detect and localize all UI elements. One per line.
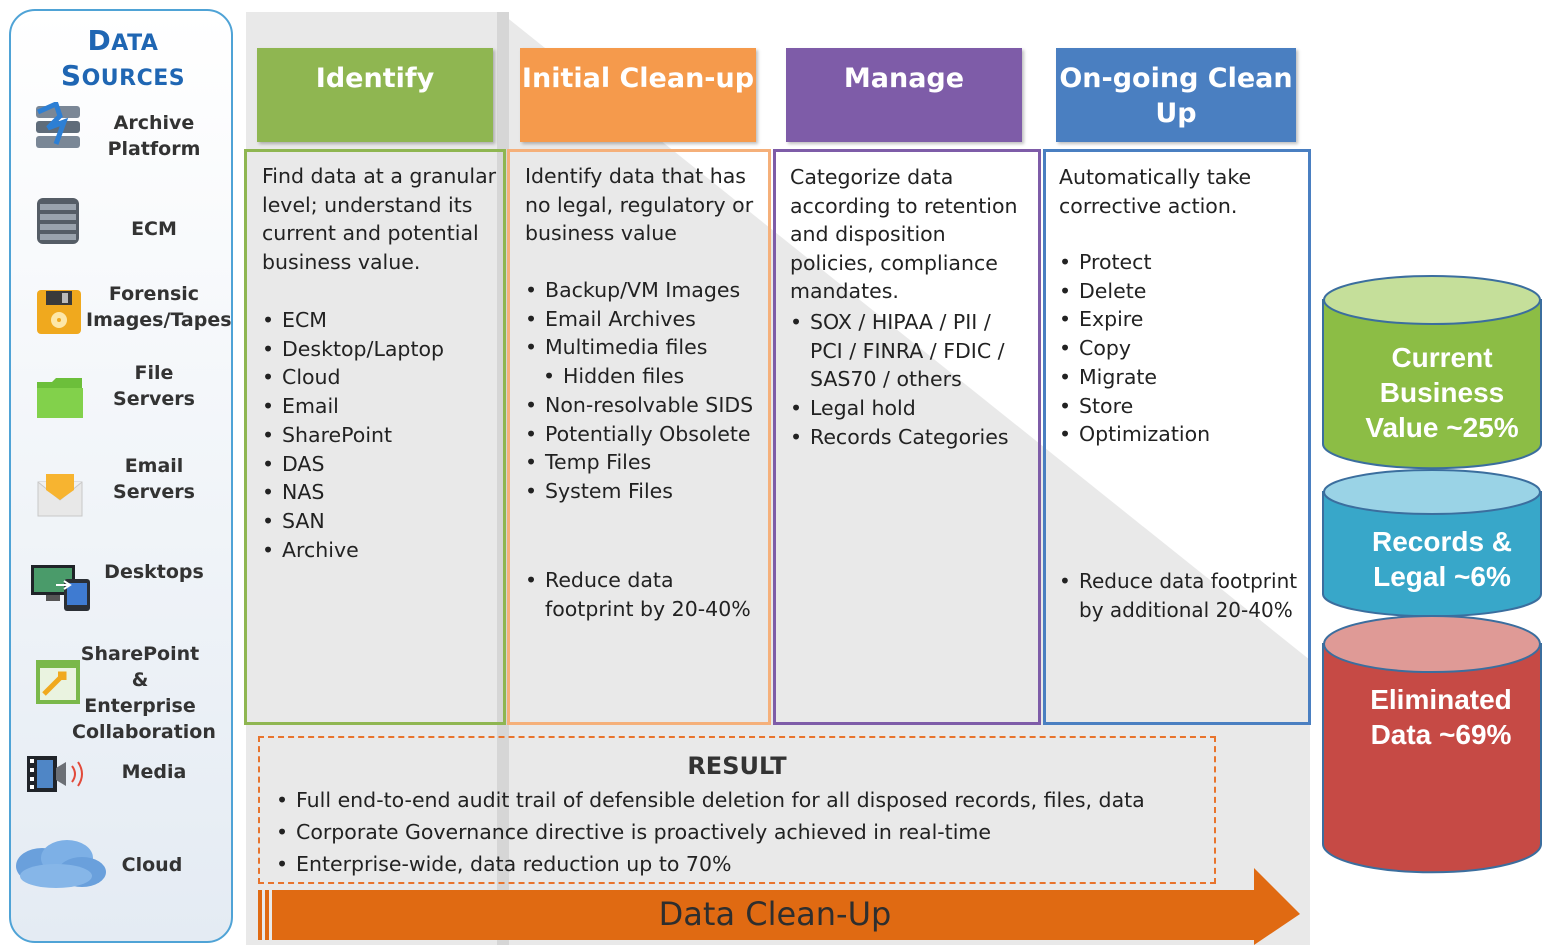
list-item: Non-resolvable SIDS <box>525 391 765 420</box>
list-item: Legal hold <box>790 394 1012 423</box>
data-cleanup-label: Data Clean-Up <box>658 895 892 933</box>
list-item: Hidden files <box>525 362 765 391</box>
list-item: Corporate Governance directive is proact… <box>276 816 1206 848</box>
manage-box <box>773 149 1041 725</box>
result-list: Full end-to-end audit trail of defensibl… <box>276 784 1206 880</box>
list-item: SharePoint <box>262 421 492 450</box>
folder-icon <box>37 378 83 418</box>
manage-description: Categorize data according to retention a… <box>790 165 1018 304</box>
initial-cleanup-description: Identify data that has no legal, regulat… <box>525 164 754 246</box>
list-item: Store <box>1059 392 1299 421</box>
list-item: Email <box>262 392 492 421</box>
data-sources-title: DATA SOURCES <box>60 24 186 92</box>
ongoing-cleanup-description: Automatically take corrective action. <box>1059 165 1252 218</box>
source-media: Media <box>121 761 187 783</box>
source-email-servers: Email Servers <box>113 455 195 503</box>
source-desktops: Desktops <box>104 561 204 583</box>
list-item: Copy <box>1059 334 1299 363</box>
envelope-icon <box>37 474 83 517</box>
list-item: SAN <box>262 507 492 536</box>
list-item: Records Categories <box>790 423 1012 452</box>
list-item: Backup/VM Images <box>525 276 765 305</box>
list-item: DAS <box>262 450 492 479</box>
list-item: Desktop/Laptop <box>262 335 492 364</box>
desktop-transfer-icon <box>31 565 90 611</box>
cylinder-label-records: Records & Legal ~6% <box>1371 526 1513 592</box>
list-item: Enterprise-wide, data reduction up to 70… <box>276 848 1206 880</box>
floppy-disk-icon <box>37 290 81 334</box>
manage-list: SOX / HIPAA / PII / PCI / FINRA / FDIC /… <box>790 308 1012 452</box>
source-forensic-images: Forensic Images/Tapes <box>86 283 232 331</box>
list-item: SOX / HIPAA / PII / PCI / FINRA / FDIC /… <box>790 308 1012 394</box>
list-item: ECM <box>262 306 492 335</box>
list-item: Email Archives <box>525 305 765 334</box>
list-item: Delete <box>1059 277 1299 306</box>
source-ecm: ECM <box>131 218 177 240</box>
list-item: Migrate <box>1059 363 1299 392</box>
source-sharepoint: SharePoint & Enterprise Collaboration <box>72 643 216 743</box>
result-box <box>258 736 1216 884</box>
data-cleanup-arrow <box>258 868 1300 945</box>
initial-cleanup-list: Backup/VM Images Email Archives Multimed… <box>525 276 765 506</box>
list-item: Full end-to-end audit trail of defensibl… <box>276 784 1206 816</box>
list-item: Optimization <box>1059 420 1299 449</box>
list-item: System Files <box>525 477 765 506</box>
header-initial-cleanup: Initial Clean-up <box>520 48 756 142</box>
source-file-servers: File Servers <box>113 362 195 410</box>
identify-box <box>244 149 506 725</box>
identify-description: Find data at a granular level; understan… <box>262 164 497 274</box>
list-item: NAS <box>262 478 492 507</box>
cylinder-records-legal <box>1322 469 1542 618</box>
source-archive-platform: Archive Platform <box>107 112 201 160</box>
list-item: Multimedia files <box>525 333 765 362</box>
initial-cleanup-footnote: Reduce data footprint by 20-40% <box>525 566 761 623</box>
list-item: Potentially Obsolete <box>525 420 765 449</box>
list-item: Cloud <box>262 363 492 392</box>
server-stack-icon <box>36 102 80 148</box>
cylinder-label-current: Current Business Value ~25% <box>1365 342 1519 443</box>
header-ongoing-cleanup: On-going Clean Up <box>1056 48 1296 142</box>
ongoing-cleanup-list: Protect Delete Expire Copy Migrate Store… <box>1059 248 1299 449</box>
ongoing-cleanup-footnote: Reduce data footprint by additional 20-4… <box>1059 567 1305 624</box>
header-identify: Identify <box>257 48 493 142</box>
cylinder-eliminated-data <box>1322 615 1542 874</box>
result-title: RESULT <box>687 752 787 780</box>
list-item: Temp Files <box>525 448 765 477</box>
cylinder-label-eliminated: Eliminated Data ~69% <box>1370 684 1512 750</box>
server-icon <box>37 198 79 244</box>
cloud-icon <box>16 840 106 888</box>
initial-cleanup-box <box>507 149 771 725</box>
header-manage: Manage <box>786 48 1022 142</box>
source-cloud: Cloud <box>121 854 183 876</box>
list-item: Archive <box>262 536 492 565</box>
cylinder-current-business-value <box>1322 275 1542 470</box>
ongoing-cleanup-box <box>1043 149 1311 725</box>
collaboration-icon <box>36 660 80 704</box>
list-item: Expire <box>1059 305 1299 334</box>
media-film-icon <box>27 756 83 792</box>
identify-list: ECM Desktop/Laptop Cloud Email SharePoin… <box>262 306 492 564</box>
list-item: Protect <box>1059 248 1299 277</box>
